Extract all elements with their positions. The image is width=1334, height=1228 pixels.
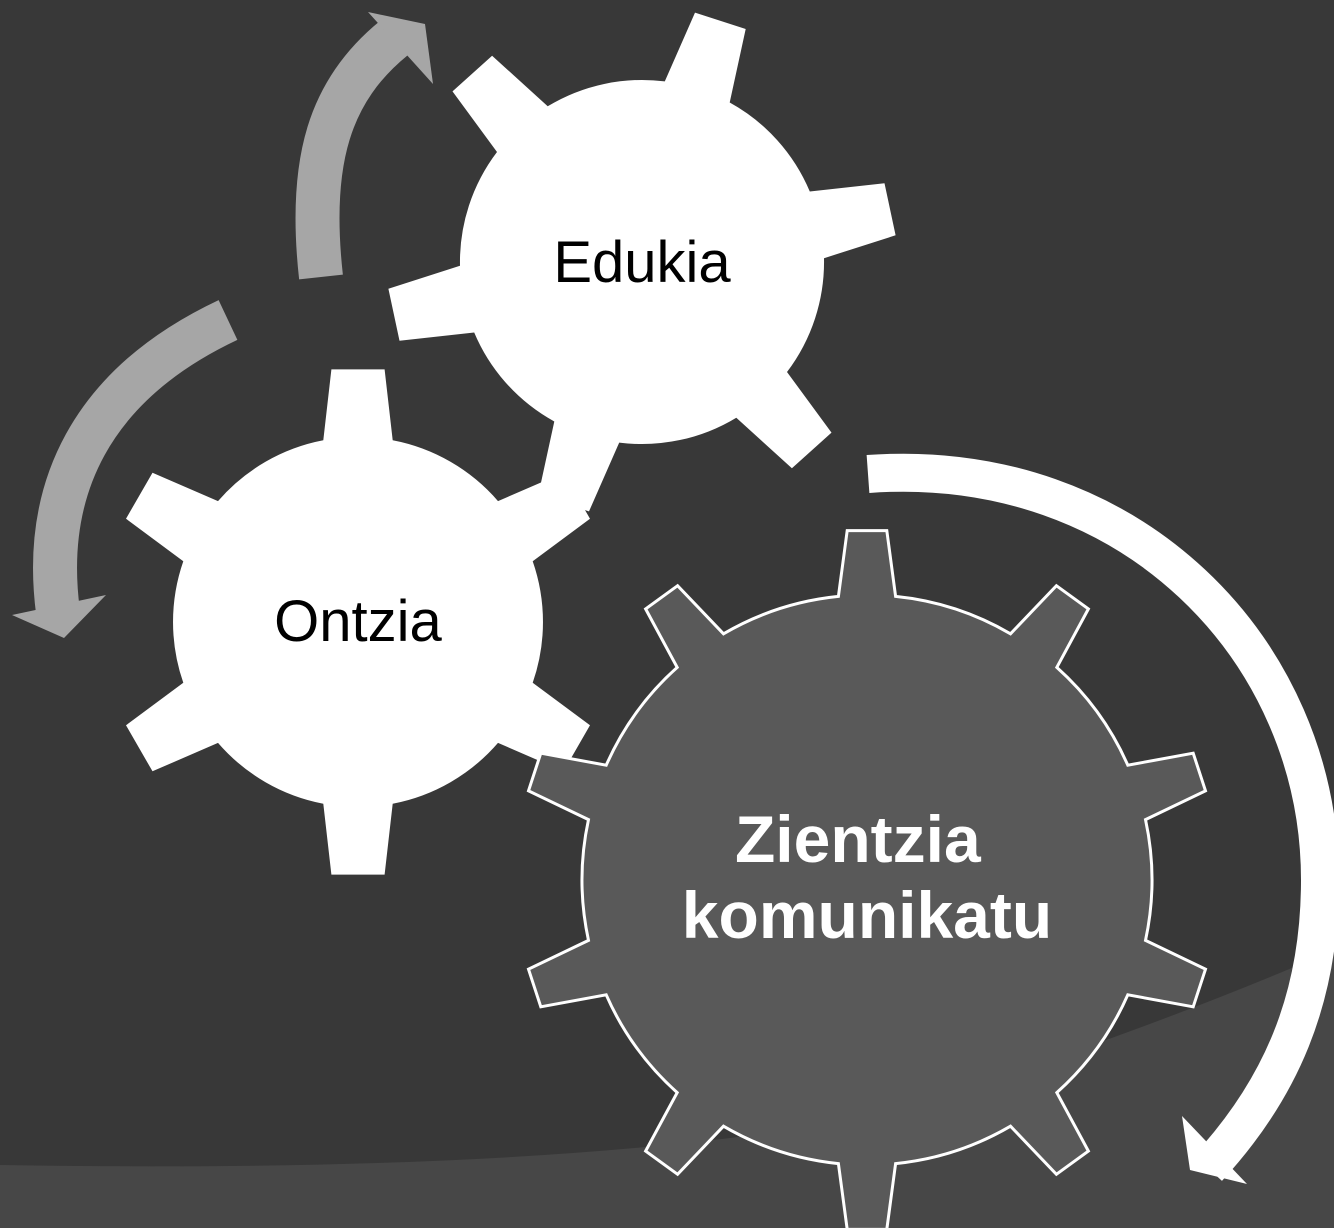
gear-label-ontzia: Ontzia — [274, 589, 442, 654]
gear-label-zientzia-line2: komunikatu — [682, 878, 1052, 952]
gear-edukia — [388, 12, 896, 512]
gear-label-zientzia-line1: Zientzia — [735, 802, 982, 876]
gear-zientzia — [526, 529, 1208, 1228]
gear-ontzia — [126, 369, 590, 875]
gear-ontzia-shape — [126, 369, 590, 875]
gear-label-zientzia: Zientzia komunikatu — [682, 802, 1052, 952]
arrow-right — [866, 453, 1334, 1184]
gear-zientzia-shape — [526, 529, 1208, 1228]
gear-label-edukia: Edukia — [553, 230, 731, 295]
floor-shape — [0, 950, 1334, 1228]
arrow-top-left — [295, 12, 433, 280]
gear-edukia-shape — [388, 12, 896, 512]
arrow-left — [12, 300, 238, 638]
